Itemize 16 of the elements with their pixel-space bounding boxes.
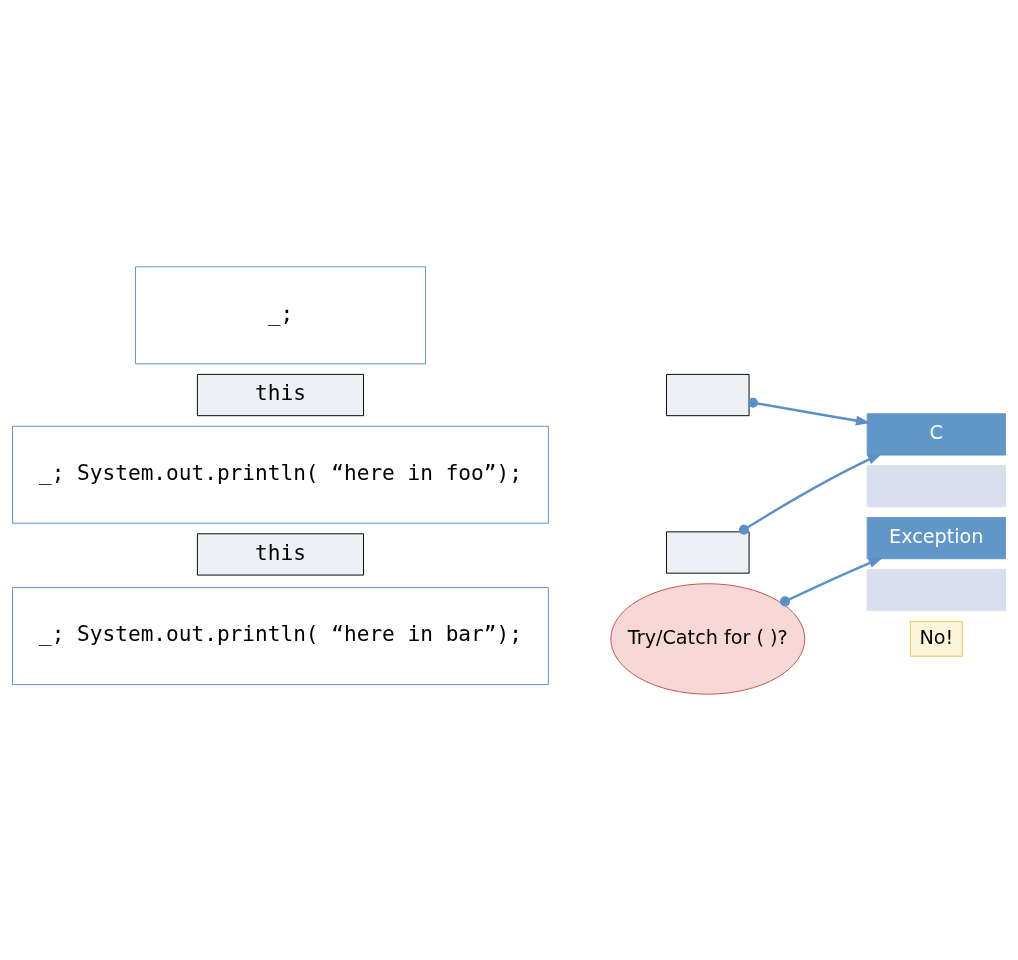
node-box: _; System.out.println( “here in bar”); (12, 586, 549, 685)
node-box: this (196, 532, 364, 576)
node-box: _; System.out.println( “here in foo”); (12, 425, 549, 524)
node-box (666, 530, 750, 574)
node-box: this (196, 373, 364, 416)
arrow (779, 556, 884, 606)
node-box (666, 373, 750, 416)
node-box: Exception (866, 516, 1006, 559)
arrow (748, 397, 871, 426)
node-box (866, 464, 1006, 507)
arrow (738, 453, 883, 535)
node-box: C (866, 412, 1006, 456)
node-ellipse: Try/Catch for ( )? (610, 582, 806, 695)
node-box: No! (909, 620, 963, 657)
node-box: _; (135, 265, 426, 364)
node-box (866, 568, 1006, 611)
